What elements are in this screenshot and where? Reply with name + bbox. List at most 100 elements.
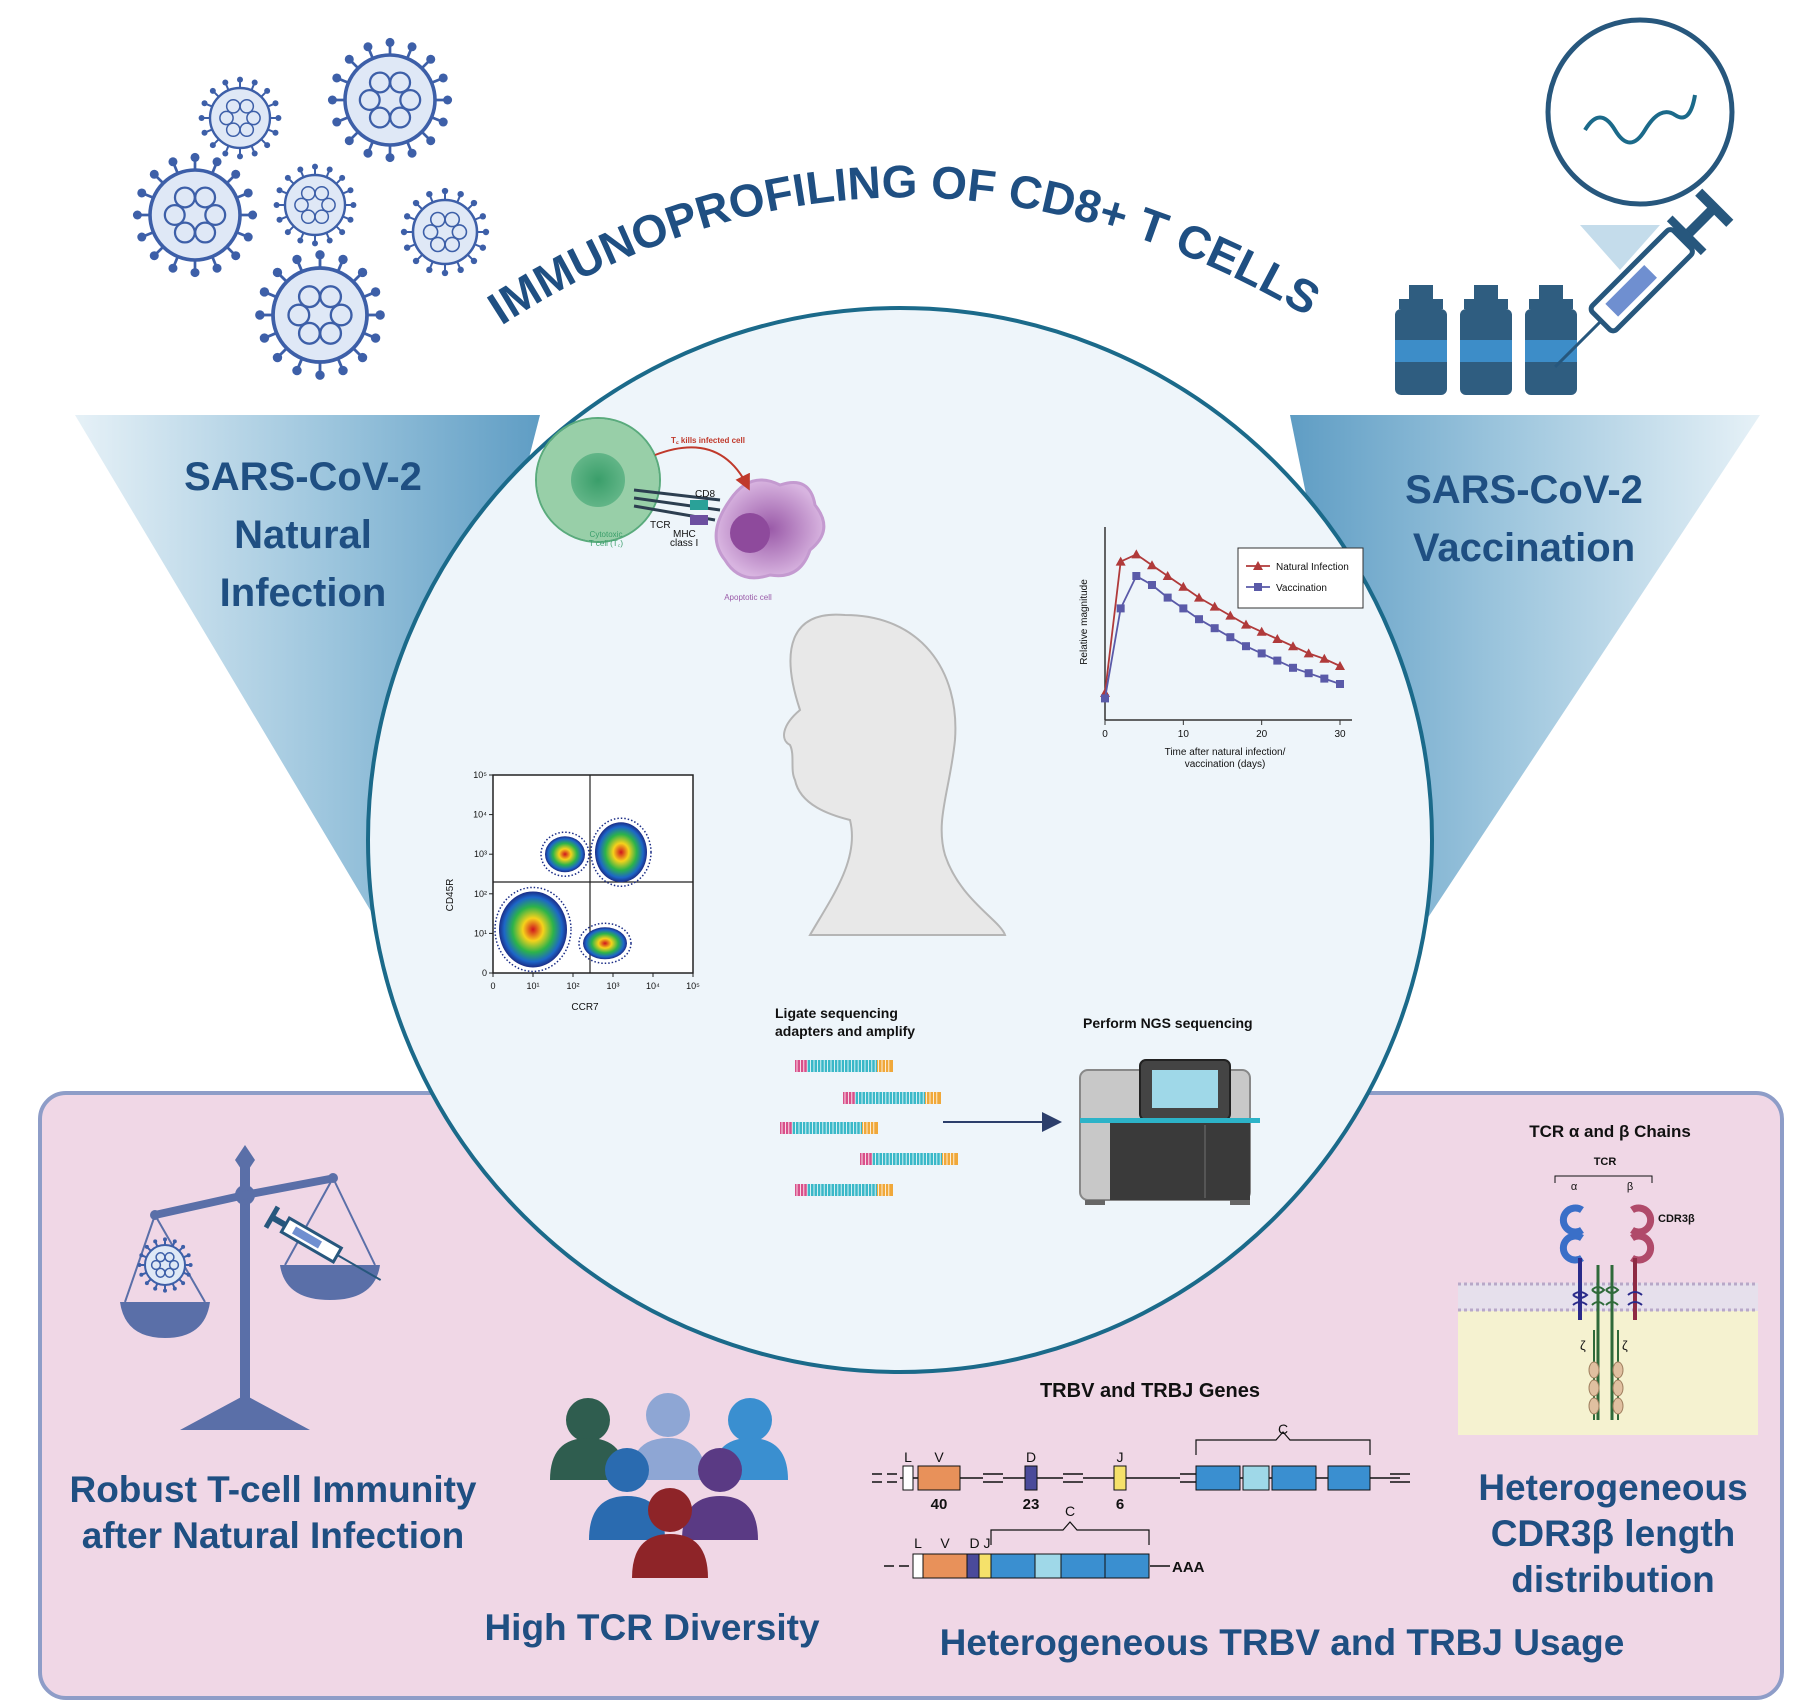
gene-L: L [904, 1449, 912, 1465]
line-chart-tick-label: 20 [1256, 729, 1268, 740]
series-point-0 [1209, 601, 1220, 611]
gene-D: D [1026, 1449, 1036, 1465]
apoptotic-label: Apoptotic cell [724, 593, 772, 602]
ngs-label: Perform NGS sequencing [1083, 1015, 1253, 1031]
line-chart-tick-label: 0 [1102, 729, 1108, 740]
gene-J: J [1117, 1449, 1124, 1465]
flow-x-tick-label: 10⁵ [686, 981, 700, 991]
robust-line-1: Robust T-cell Immunity [69, 1469, 476, 1510]
mhc-label-2: class I [670, 538, 698, 549]
diversity-label: High TCR Diversity [484, 1607, 820, 1648]
tcr-panel-tcr: TCR [1594, 1156, 1617, 1168]
series-point-1 [1226, 633, 1235, 642]
line-chart-tick-label: 30 [1334, 729, 1346, 740]
trbv-genes-title: TRBV and TRBJ Genes [1040, 1380, 1260, 1402]
series-point-1 [1148, 581, 1156, 589]
right-panel-line2: Vaccination [1413, 526, 1635, 570]
flow-y-tick-label: 10¹ [474, 928, 487, 938]
kill-label: T꜀ kills infected cell [671, 436, 745, 445]
flow-x-tick-label: 0 [490, 981, 495, 991]
flow-population-upper-right [590, 817, 652, 887]
flow-x-tick-label: 10² [566, 981, 579, 991]
series-point-1 [1101, 694, 1109, 703]
series-point-1 [1116, 604, 1125, 613]
mhc-label-1: MHC [673, 529, 696, 540]
gene2-DJ: D J [970, 1535, 991, 1551]
series-line-1 [1104, 574, 1341, 699]
gene-d-count: 23 [1023, 1496, 1040, 1513]
gene-v-count: 40 [931, 1496, 948, 1513]
series-point-1 [1242, 642, 1250, 651]
legend-label-0: Natural Infection [1276, 562, 1349, 573]
flow-population-lower-left [494, 886, 572, 973]
left-panel-line2: Natural [234, 513, 372, 557]
series-point-1 [1163, 593, 1172, 602]
flow-y-tick-label: 0 [482, 968, 487, 978]
sequencing-read-4 [860, 1153, 958, 1165]
virus-particle-4 [273, 163, 357, 247]
series-point-0 [1194, 592, 1204, 602]
series-point-1 [1336, 680, 1344, 688]
tcr-beta-label: β [1627, 1181, 1633, 1193]
virus-particle-1 [198, 76, 282, 160]
scale-virus [137, 1237, 193, 1293]
legend-marker-0 [1253, 561, 1263, 570]
cd8-label: CD8 [695, 489, 715, 500]
series-point-1 [1320, 674, 1329, 683]
cdr3-line-3: distribution [1511, 1559, 1714, 1600]
line-chart-ylabel: Relative magnitude [1079, 579, 1090, 665]
ngs-sequencer-icon [1079, 1059, 1260, 1205]
right-panel-line1: SARS-CoV-2 [1405, 468, 1643, 512]
trbv-usage-label: Heterogeneous TRBV and TRBJ Usage [940, 1622, 1625, 1663]
flow-ylabel: CD45R [445, 879, 456, 912]
flow-y-tick-label: 10² [474, 889, 487, 899]
people-diversity-icon [550, 1393, 788, 1578]
tcr-alpha-label: α [1571, 1181, 1578, 1193]
series-point-0 [1319, 653, 1330, 663]
sequencing-read-3 [780, 1122, 878, 1134]
series-point-0 [1288, 641, 1298, 651]
tcell-label-2: T cell (T꜀) [589, 539, 624, 548]
series-point-0 [1335, 661, 1345, 670]
gene-V: V [934, 1449, 944, 1465]
cdr3-line-2: CDR3β length [1491, 1513, 1736, 1554]
series-point-0 [1115, 556, 1126, 566]
series-point-0 [1147, 560, 1157, 570]
tcr-chain-panel: TCR α and β Chains TCR α β CDR3β ζ ζ [1458, 1122, 1758, 1435]
virus-particle-6 [255, 250, 385, 380]
series-point-1 [1132, 572, 1141, 580]
gene2-V: V [940, 1535, 950, 1551]
line-chart-legend [1237, 547, 1364, 609]
left-panel-line3: Infection [220, 571, 387, 615]
zeta-2: ζ [1622, 1338, 1628, 1353]
series-point-1 [1257, 649, 1266, 658]
series-line-0 [1104, 553, 1341, 694]
gene-C: C [1278, 1421, 1288, 1437]
flow-y-tick-label: 10⁴ [473, 810, 487, 820]
line-chart-xlabel-1: Time after natural infection/ [1165, 747, 1286, 758]
series-point-0 [1178, 581, 1189, 591]
series-point-0 [1225, 610, 1236, 620]
virus-particle-3 [132, 152, 258, 278]
legend-label-1: Vaccination [1276, 583, 1327, 594]
sequencing-read-2 [843, 1092, 941, 1104]
series-point-0 [1303, 648, 1314, 658]
flow-x-tick-label: 10³ [606, 981, 619, 991]
series-point-0 [1162, 571, 1173, 580]
series-point-0 [1256, 626, 1267, 636]
series-point-1 [1304, 669, 1313, 678]
tcr-panel-title: TCR α and β Chains [1529, 1122, 1691, 1141]
left-panel-line1: SARS-CoV-2 [184, 455, 422, 499]
tcr-label: TCR [650, 520, 671, 531]
virus-particle-5 [400, 187, 490, 277]
vaccine-vials-icon [1395, 285, 1577, 395]
cdr3b-label: CDR3β [1658, 1213, 1695, 1225]
sequencing-read-1 [795, 1060, 893, 1072]
t-cell-killing-diagram: T꜀ kills infected cell CD8 TCR MHC class… [535, 417, 826, 602]
human-head-icon [783, 613, 1007, 936]
flow-population-lower-right [578, 922, 632, 965]
gene2-L: L [914, 1535, 922, 1551]
flow-y-tick-label: 10⁵ [473, 770, 487, 780]
